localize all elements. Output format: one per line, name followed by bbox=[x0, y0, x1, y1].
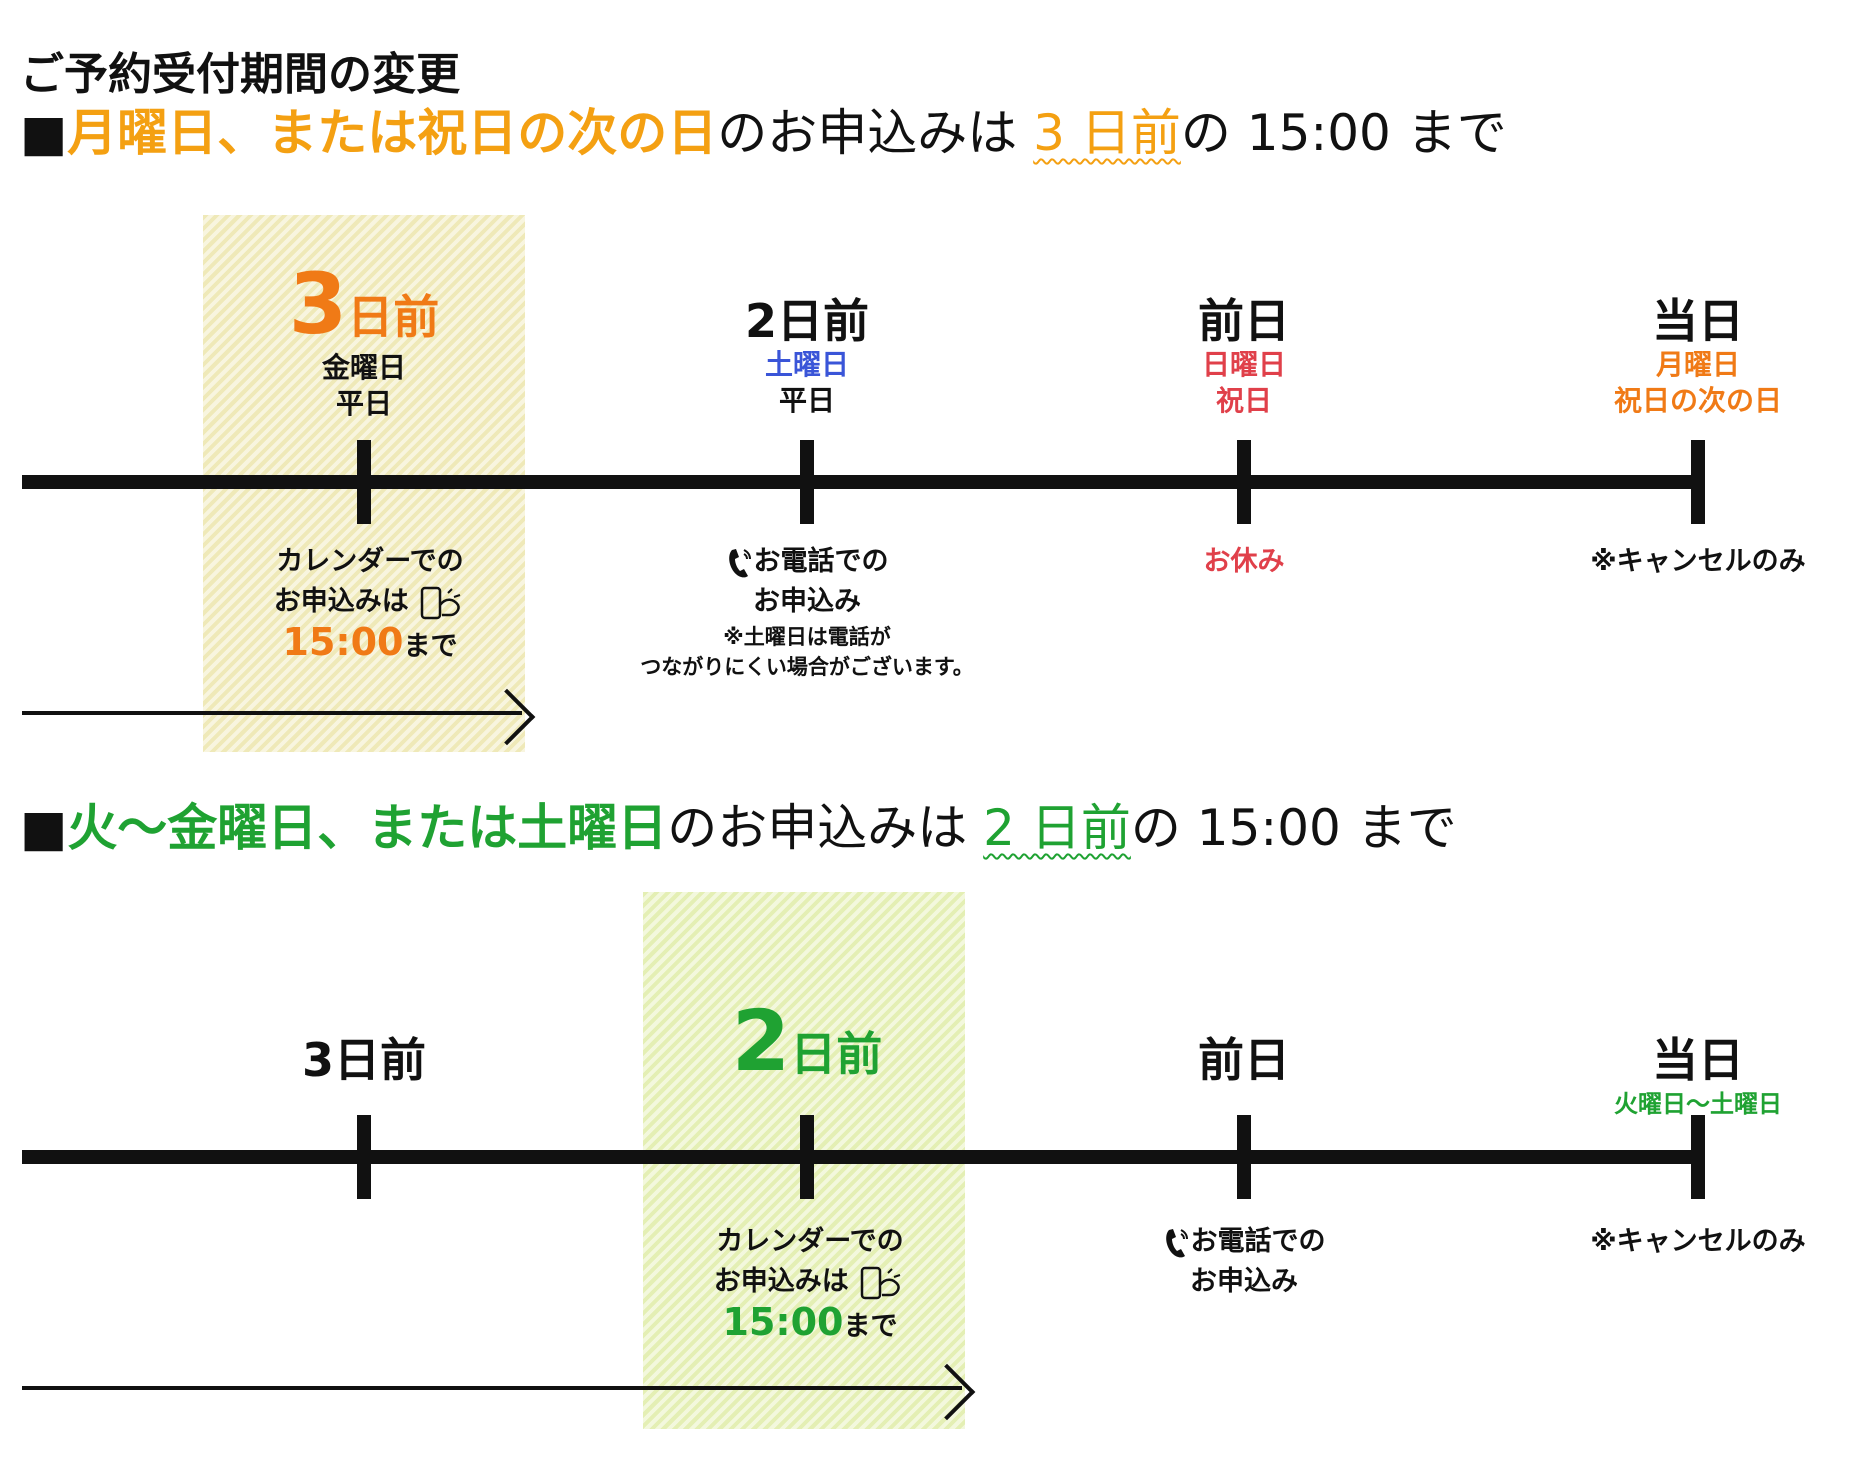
section1-phone-line2: お申込み bbox=[753, 586, 861, 617]
section1-text2: の 15:00 まで bbox=[1180, 104, 1507, 162]
section2-col-3days: 3日前 bbox=[184, 1035, 544, 1086]
section1-phone-small1: ※土曜日は電話が bbox=[723, 625, 891, 649]
section2-phone-note: お電話での お申込み bbox=[1024, 1222, 1464, 1302]
section2-col3-label: 前日 bbox=[1198, 1033, 1290, 1087]
section2-tick-1 bbox=[357, 1115, 371, 1199]
section2-tick-3 bbox=[1237, 1115, 1251, 1199]
section2-made: まで bbox=[843, 1311, 898, 1342]
section2-phone-line1: お電話での bbox=[1190, 1226, 1326, 1257]
section1-phone-line1: お電話での bbox=[753, 546, 889, 577]
section1-made: まで bbox=[403, 631, 458, 662]
section1-cancel-note: ※キャンセルのみ bbox=[1590, 546, 1806, 577]
section1-col2-line2: 平日 bbox=[778, 383, 835, 417]
section1-col1-num: 3 bbox=[288, 255, 348, 353]
section1-col1-unit: 日前 bbox=[347, 290, 440, 344]
section1-arrow-line bbox=[22, 711, 522, 715]
section2-text2: の 15:00 まで bbox=[1130, 799, 1457, 857]
section2-calendar-line2: お申込みは bbox=[713, 1266, 849, 1297]
section1-phone-small2: つながりにくい場合がございます。 bbox=[640, 655, 974, 679]
phone-icon bbox=[1165, 1228, 1188, 1257]
section2-days: 2 日前 bbox=[983, 799, 1131, 857]
section2-tick-4 bbox=[1691, 1115, 1705, 1199]
section1-calendar-line1: カレンダーでの bbox=[276, 546, 464, 577]
section2-calendar-line1: カレンダーでの bbox=[716, 1226, 904, 1257]
smartphone-tap-icon bbox=[420, 586, 461, 619]
smartphone-tap-icon bbox=[860, 1266, 901, 1299]
section1-col1-line2: 平日 bbox=[335, 387, 392, 421]
section1-col3-label: 前日 bbox=[1198, 294, 1290, 348]
section1-tick-3 bbox=[1237, 440, 1251, 524]
section1-tick-4 bbox=[1691, 440, 1705, 524]
section1-col2-label: 2日前 bbox=[744, 294, 869, 348]
section1-col-2days: 2日前 土曜日 平日 bbox=[627, 296, 987, 419]
section1-col2-line1: 土曜日 bbox=[764, 347, 849, 381]
section2-calendar-note: カレンダーでの お申込みは 15:00まで bbox=[590, 1222, 1030, 1347]
section2-heading: ■火～金曜日、または土曜日のお申込みは 2 日前の 15:00 まで bbox=[20, 799, 1457, 858]
section1-col3-line2: 祝日 bbox=[1215, 383, 1272, 417]
section2-arrow-line bbox=[22, 1386, 962, 1390]
section1-calendar-line2: お申込みは bbox=[273, 586, 409, 617]
section2-time: 15:00 bbox=[722, 1300, 844, 1344]
section2-col1-label: 3日前 bbox=[301, 1033, 426, 1087]
section2-bullet: ■ bbox=[20, 799, 68, 857]
section1-tick-2 bbox=[800, 440, 814, 524]
section2-col-prevday: 前日 bbox=[1064, 1035, 1424, 1086]
section2-col-2days: 2日前 bbox=[627, 995, 987, 1087]
section2-col2-unit: 日前 bbox=[790, 1027, 883, 1081]
section2-text1: のお申込みは bbox=[667, 799, 968, 857]
section1-col1-line1: 金曜日 bbox=[321, 351, 406, 385]
section2-col-sameday: 当日 火曜日～土曜日 bbox=[1518, 1035, 1856, 1122]
section2-highlight: 火～金曜日、または土曜日 bbox=[67, 799, 668, 857]
section1-tick-1 bbox=[357, 440, 371, 524]
section1-col3-line1: 日曜日 bbox=[1201, 347, 1286, 381]
section1-text1: のお申込みは bbox=[717, 104, 1018, 162]
section1-highlight: 月曜日、または祝日の次の日 bbox=[67, 104, 718, 162]
section2-col4-label: 当日 bbox=[1652, 1033, 1744, 1087]
section1-timeline bbox=[22, 475, 1698, 489]
section1-closed-note: お休み bbox=[1203, 546, 1285, 577]
section1-calendar-note: カレンダーでの お申込みは 15:00まで bbox=[150, 542, 590, 667]
section1-col-3days: 3日前 金曜日 平日 bbox=[184, 258, 544, 422]
section1-col4-label: 当日 bbox=[1652, 294, 1744, 348]
section1-col-prevday: 前日 日曜日 祝日 bbox=[1064, 296, 1424, 419]
section2-tick-2 bbox=[800, 1115, 814, 1199]
phone-icon bbox=[728, 548, 751, 577]
section1-phone-note: お電話での お申込み ※土曜日は電話が つながりにくい場合がございます。 bbox=[587, 542, 1027, 682]
section2-col4-line1: 火曜日～土曜日 bbox=[1614, 1089, 1782, 1118]
section1-heading: ■月曜日、または祝日の次の日のお申込みは 3 日前の 15:00 まで bbox=[20, 104, 1507, 163]
section2-cancel-note: ※キャンセルのみ bbox=[1590, 1226, 1806, 1257]
section1-time: 15:00 bbox=[282, 620, 404, 664]
section1-col-sameday: 当日 月曜日 祝日の次の日 bbox=[1518, 296, 1856, 419]
section1-col4-line2: 祝日の次の日 bbox=[1613, 383, 1782, 417]
section1-bullet: ■ bbox=[20, 104, 68, 162]
section2-timeline bbox=[22, 1150, 1698, 1164]
section2-phone-line2: お申込み bbox=[1190, 1266, 1298, 1297]
section1-col4-line1: 月曜日 bbox=[1655, 347, 1740, 381]
page-title: ご予約受付期間の変更 bbox=[20, 49, 460, 100]
section2-col2-num: 2 bbox=[731, 992, 791, 1090]
section1-days: 3 日前 bbox=[1033, 104, 1181, 162]
